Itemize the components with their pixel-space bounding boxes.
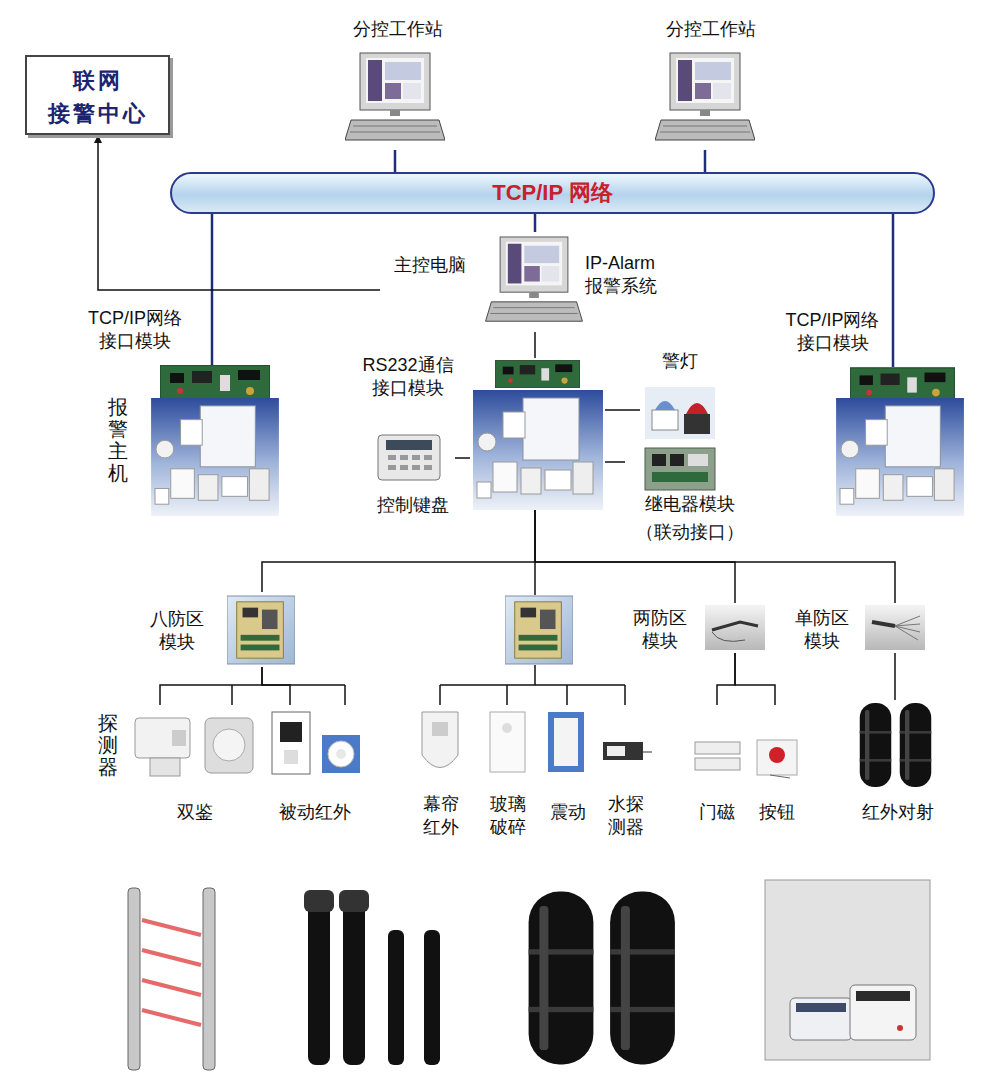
zone-module: 八防区 模块	[225, 592, 297, 667]
detector: 双鉴	[130, 705, 260, 830]
bus-wires	[232, 562, 625, 705]
node-label: 分控工作站	[648, 18, 773, 41]
node-label: 按钮	[752, 801, 802, 824]
detector-icons	[135, 703, 931, 787]
main-computer: 主控电脑 IP-Alarm 报警系统	[380, 232, 700, 332]
alarm-hosts	[151, 390, 964, 516]
connector	[534, 332, 536, 358]
relay-module: 继电器模块 （联动接口）	[625, 445, 755, 545]
warning-light: 警灯	[640, 380, 720, 440]
alarm-host: TCP/IP网络 接口模块	[835, 367, 965, 517]
node-label: 两防区 模块	[620, 607, 700, 654]
vertical-label: 探测器	[98, 712, 118, 778]
connector	[160, 667, 262, 705]
relay-module-icon	[645, 448, 715, 490]
detector: 红外对射	[850, 700, 945, 830]
detector: 幕帘 红外	[412, 705, 470, 845]
alarm-center-box: 联网 接警中心	[25, 55, 170, 135]
detector: 震动	[540, 705, 595, 845]
connector	[535, 510, 895, 603]
connector	[534, 214, 537, 232]
zone-module: 两防区 模块	[705, 603, 767, 653]
connector	[394, 150, 397, 172]
node-label: 八防区 模块	[137, 608, 217, 655]
detector: 按钮	[752, 705, 802, 830]
workstation: 分控工作站	[648, 18, 773, 150]
connector	[605, 461, 625, 463]
node-label: IP-Alarm 报警系统	[585, 252, 700, 299]
node-label: 玻璃 破碎	[480, 793, 535, 840]
detector: 玻璃 破碎	[480, 705, 535, 845]
node-label: 双鉴	[130, 801, 260, 824]
alarm-host: TCP/IP网络 接口模块	[145, 365, 285, 517]
node-label: 控制键盘	[370, 494, 455, 517]
node-label: 被动红外	[265, 801, 365, 824]
connector	[605, 409, 640, 411]
keypad: 控制键盘	[370, 432, 455, 520]
node-label: 门磁	[688, 801, 746, 824]
connector	[892, 214, 895, 367]
detector: 门磁	[688, 705, 746, 830]
alarm-host: RS232通信 接口模块	[470, 358, 605, 510]
node-label: 联网 接警中心	[27, 64, 168, 130]
connector	[262, 667, 290, 705]
connector	[262, 510, 535, 592]
connector	[717, 653, 735, 705]
node-label: RS232通信 接口模块	[352, 354, 464, 401]
node-label: TCP/IP网络 接口模块	[70, 307, 200, 354]
product-photos	[128, 880, 930, 1070]
zone-modules	[227, 596, 925, 664]
node-label: （联动接口）	[625, 521, 755, 544]
node-label: 水探 测器	[597, 793, 655, 840]
node-label: 单防区 模块	[783, 607, 861, 654]
connector	[735, 653, 775, 705]
warning-light-icon	[645, 387, 715, 439]
node-label: 主控电脑	[380, 254, 480, 277]
node-label: 幕帘 红外	[412, 793, 470, 840]
network-band: TCP/IP 网络	[170, 172, 935, 214]
detector: 水探 测器	[597, 705, 655, 845]
node-label: 震动	[540, 801, 595, 824]
connector	[455, 457, 470, 459]
node-label: 红外对射	[850, 801, 945, 824]
connector	[894, 653, 896, 700]
node-label: 警灯	[640, 350, 720, 373]
node-label: TCP/IP网络 接口模块	[760, 309, 905, 356]
vertical-label: 报警主机	[108, 396, 128, 484]
connector	[704, 150, 707, 172]
keypad-icon	[378, 435, 440, 480]
node-label: TCP/IP 网络	[172, 179, 933, 208]
workstation: 分控工作站	[335, 18, 460, 150]
detector: 被动红外	[265, 705, 365, 830]
zone-module: 单防区 模块	[865, 603, 927, 653]
node-label: 继电器模块	[625, 493, 755, 516]
node-label: 分控工作站	[335, 18, 460, 41]
